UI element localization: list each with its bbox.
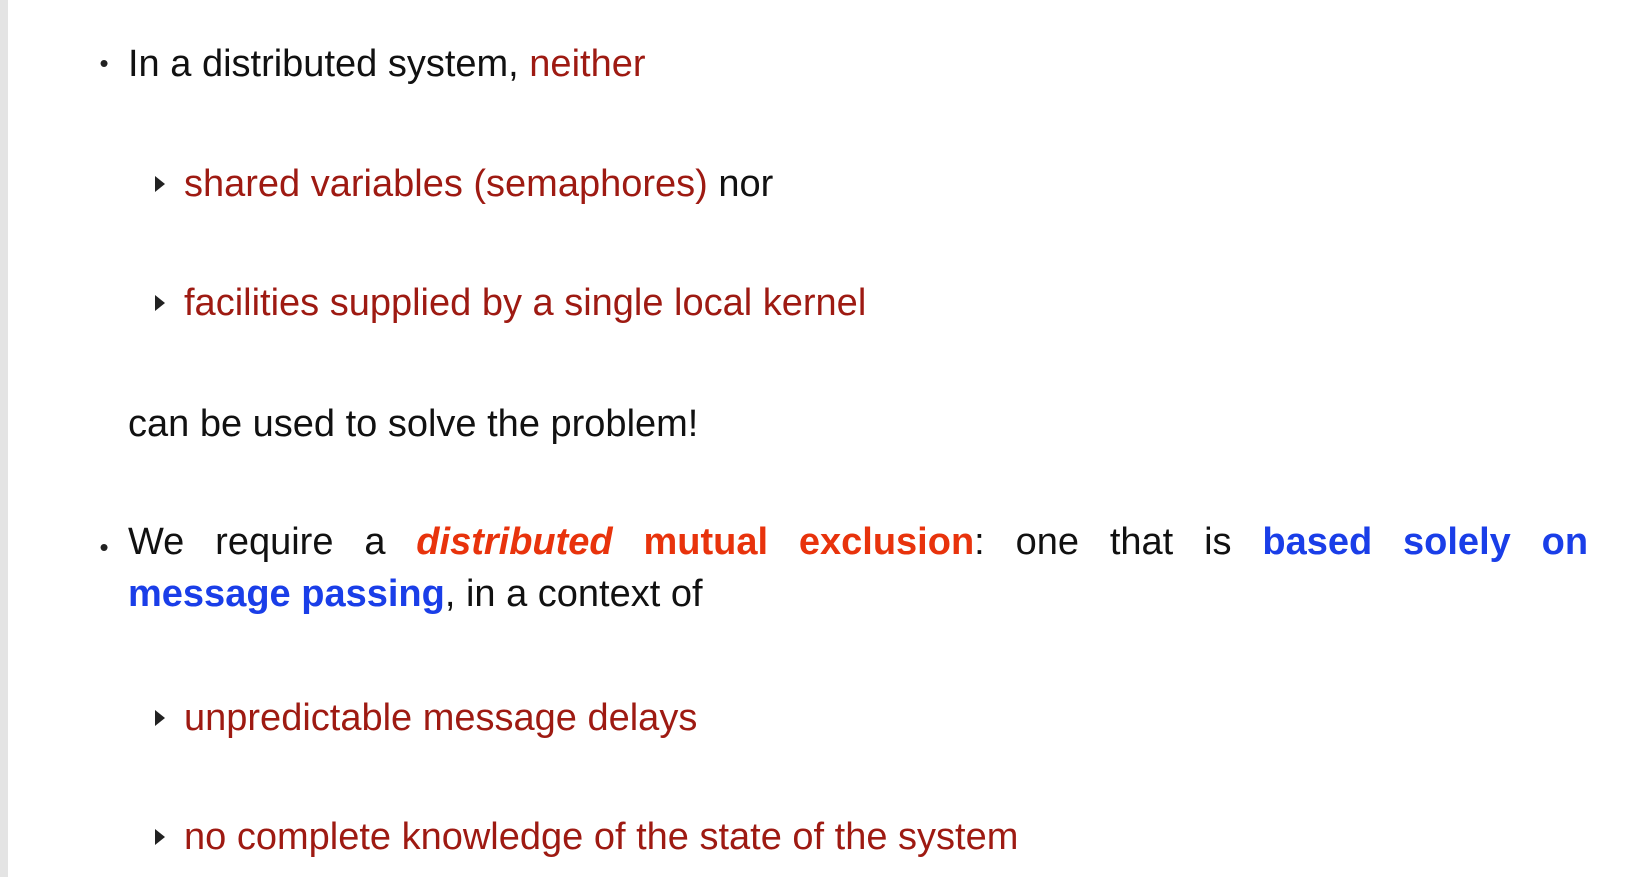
word-require: require bbox=[215, 521, 334, 563]
colon: : bbox=[974, 521, 985, 563]
word-that: that bbox=[1109, 521, 1174, 563]
bullet-1-text-a: In a distributed system, bbox=[128, 43, 530, 85]
sub-bullet-shared-variables: shared variables (semaphores) nor bbox=[184, 158, 773, 210]
bullet-2-line-1: We require a distributed mutual exclusio… bbox=[128, 516, 1588, 568]
word-based: based bbox=[1262, 521, 1373, 563]
context-of: , in a context of bbox=[444, 573, 703, 615]
word-solely: solely bbox=[1403, 521, 1511, 563]
sub-bullet-3-red: unpredictable message delays bbox=[184, 697, 698, 739]
triangle-bullet-icon bbox=[155, 829, 165, 845]
sub-bullet-4-red: no complete knowledge of the state of th… bbox=[184, 816, 1019, 858]
sub-bullet-1-red: shared variables (semaphores) bbox=[184, 163, 708, 205]
sub-bullet-2-red: facilities supplied by a single local ke… bbox=[184, 282, 867, 324]
bullet-2-line-2: message passing, in a context of bbox=[128, 568, 703, 620]
triangle-bullet-icon bbox=[155, 295, 165, 311]
message-passing: message passing bbox=[128, 573, 445, 615]
sub-bullet-no-complete-knowledge: no complete knowledge of the state of th… bbox=[184, 811, 1018, 863]
sub-bullet-1-black: nor bbox=[707, 163, 774, 205]
conclusion-text: can be used to solve the problem! bbox=[128, 403, 699, 445]
word-on: on bbox=[1541, 521, 1589, 563]
bullet-1-text: In a distributed system, neither bbox=[128, 38, 646, 90]
word-distributed: distributed bbox=[416, 521, 613, 563]
bullet-dot-icon: • bbox=[99, 48, 109, 78]
word-is: is bbox=[1204, 521, 1232, 563]
sub-bullet-facilities: facilities supplied by a single local ke… bbox=[184, 277, 866, 329]
sub-bullet-unpredictable-delays: unpredictable message delays bbox=[184, 692, 697, 744]
word-we: We bbox=[128, 521, 185, 563]
triangle-bullet-icon bbox=[155, 710, 165, 726]
word-mutual: mutual bbox=[643, 521, 769, 563]
word-exclusion: exclusion bbox=[798, 521, 975, 563]
word-one: one bbox=[1015, 521, 1079, 563]
bullet-1-neither: neither bbox=[529, 43, 646, 85]
bullet-dot-icon: • bbox=[99, 532, 109, 562]
triangle-bullet-icon bbox=[155, 176, 165, 192]
word-a: a bbox=[364, 521, 386, 563]
